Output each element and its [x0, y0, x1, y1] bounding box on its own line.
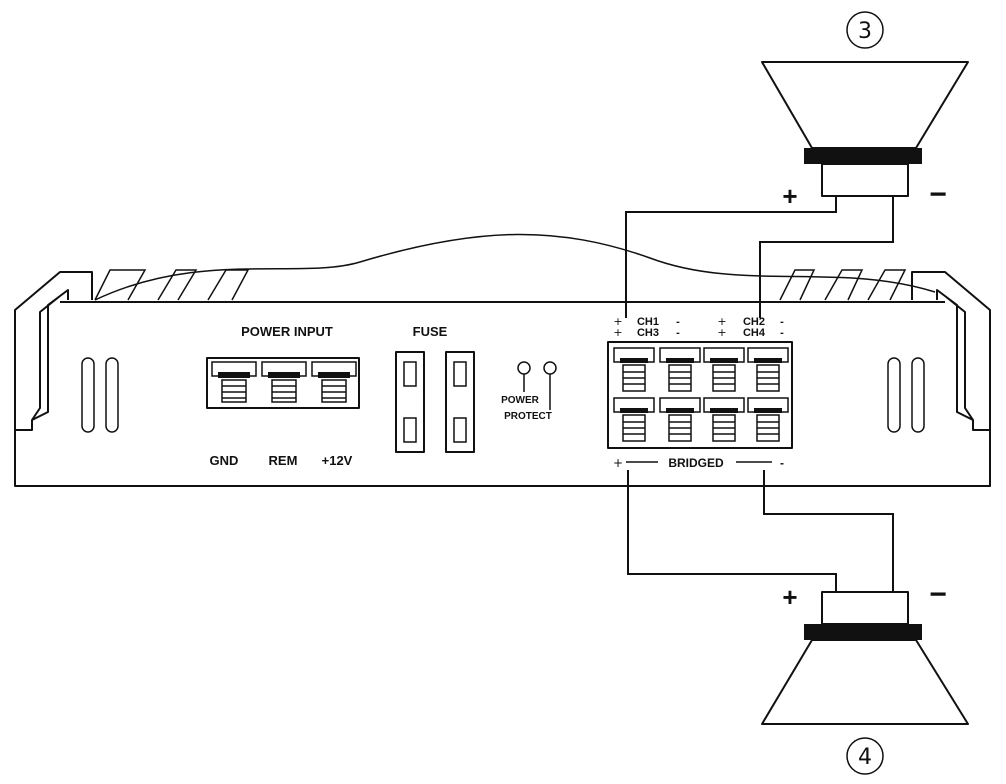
- speaker-3: 3 + −: [761, 11, 969, 211]
- ch1-label: CH1: [637, 316, 659, 328]
- power-input-terminal-block: [206, 357, 360, 409]
- amp-front-panel: [14, 430, 991, 487]
- speaker-4-magnet-ring: [804, 624, 922, 640]
- speaker-terminal: [703, 347, 745, 392]
- bridged-minus-sign: -: [780, 456, 784, 470]
- terminal-12v: [311, 361, 357, 403]
- speaker-3-cone: [761, 61, 969, 149]
- speaker-terminal: [659, 347, 701, 392]
- speaker-4-minus-sign: −: [929, 578, 947, 611]
- bridged-indicator: + BRIDGED -: [613, 456, 784, 470]
- speaker-terminal-block: [607, 341, 793, 449]
- speaker-3-number-circle: [846, 11, 884, 49]
- speaker-4-magnet: [821, 591, 909, 625]
- speaker-terminal: [747, 397, 789, 442]
- ch2-label: CH2: [743, 316, 765, 328]
- left-vent-slots: [81, 357, 119, 433]
- speaker-3-magnet-ring: [804, 148, 922, 164]
- left-fins: [94, 269, 250, 301]
- wire-speaker-3-minus: [759, 196, 894, 318]
- ch3-plus-sign: +: [613, 326, 622, 339]
- rem-label: REM: [269, 453, 298, 468]
- wires: [625, 196, 894, 592]
- ch3-minus-sign: -: [676, 327, 680, 339]
- fuse-left: [395, 351, 425, 453]
- bridged-label: BRIDGED: [668, 456, 724, 470]
- amplifier-body: [14, 233, 991, 487]
- speaker-4-plus-sign: +: [782, 582, 797, 612]
- speaker-terminal: [613, 397, 655, 442]
- speaker-3-number: 3: [858, 19, 872, 44]
- fuse-label: FUSE: [413, 324, 448, 339]
- gnd-label: GND: [210, 453, 239, 468]
- ch2-plus-sign: +: [717, 315, 726, 328]
- speaker-terminal: [659, 397, 701, 442]
- power-led-label: POWER: [501, 395, 540, 406]
- speaker-3-magnet: [821, 163, 909, 197]
- speaker-terminal: [703, 397, 745, 442]
- left-end-cap: [14, 271, 93, 431]
- speaker-4-number-circle: [846, 737, 884, 775]
- speaker-terminal: [747, 347, 789, 392]
- wire-speaker-4-plus: [627, 470, 837, 592]
- speaker-4-cone: [761, 639, 969, 725]
- speaker-terminal: [613, 347, 655, 392]
- power-led: [517, 361, 531, 392]
- amp-top-curve: [94, 233, 936, 301]
- ch4-plus-sign: +: [717, 326, 726, 339]
- wire-speaker-3-plus: [625, 196, 837, 318]
- ch4-label: CH4: [743, 327, 766, 339]
- speaker-4: + − 4: [761, 578, 969, 775]
- 12v-label: +12V: [322, 453, 353, 468]
- protect-led-label: PROTECT: [504, 411, 552, 422]
- ch2-minus-sign: -: [780, 316, 784, 328]
- speaker-4-number: 4: [858, 745, 872, 770]
- wire-speaker-4-minus: [763, 470, 894, 592]
- power-input-label: POWER INPUT: [241, 324, 333, 339]
- ch4-minus-sign: -: [780, 327, 784, 339]
- terminal-gnd: [211, 361, 257, 403]
- ch1-minus-sign: -: [676, 316, 680, 328]
- ch3-label: CH3: [637, 327, 659, 339]
- speaker-3-minus-sign: −: [929, 178, 947, 211]
- speaker-3-plus-sign: +: [782, 181, 797, 211]
- fuse-right: [445, 351, 475, 453]
- protect-led: [543, 361, 557, 410]
- terminal-rem: [261, 361, 307, 403]
- right-fins: [779, 269, 907, 301]
- ch1-plus-sign: +: [613, 315, 622, 328]
- right-vent-slots: [887, 357, 925, 433]
- right-end-cap: [911, 271, 991, 431]
- bridged-plus-sign: +: [613, 456, 623, 470]
- channel-labels: + CH1 - + CH3 - + CH2 - + CH4 -: [613, 315, 784, 339]
